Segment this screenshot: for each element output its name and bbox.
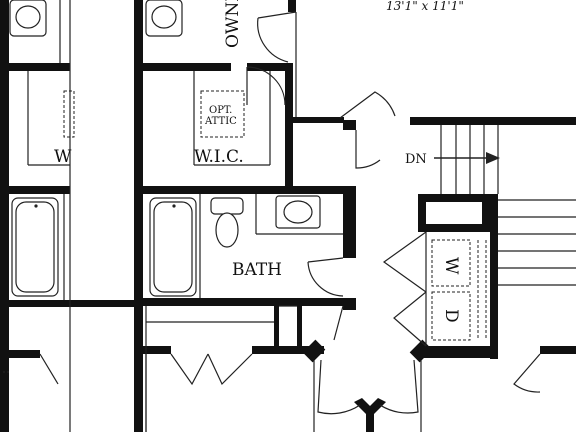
- door-bottom-center-left: [317, 359, 361, 415]
- wall-wic-right: [285, 63, 293, 191]
- wall-left-wic-top: [0, 63, 70, 71]
- door-bath-closet: [333, 305, 344, 341]
- tub-drain-right-icon: [172, 204, 176, 208]
- toilet-bowl-icon: [215, 212, 239, 248]
- door-lower-left-a: [170, 353, 209, 386]
- dryer-box: [431, 291, 471, 341]
- opt-attic-box-left: [63, 90, 75, 138]
- sink-right-bowl-icon: [151, 5, 177, 29]
- door-bath: [307, 257, 344, 297]
- opt-attic-box: [200, 90, 245, 138]
- room-label-opt-attic-line2: ATTIC: [204, 116, 237, 127]
- wall-wic-bottom: [143, 186, 356, 194]
- wall-lower-mid: [252, 346, 324, 354]
- door-owner: [257, 11, 297, 63]
- washer-box: [431, 239, 471, 287]
- bath-sink-bowl-icon: [283, 200, 313, 224]
- owner-dimensions: 13'1" x 11'1": [386, 0, 464, 13]
- thin-lines: [27, 0, 576, 432]
- dashed-items: [63, 90, 487, 341]
- room-label-owner: OWNE: [223, 0, 243, 48]
- door-lower-left-b: [207, 353, 253, 386]
- wall-lower-left: [143, 346, 171, 354]
- wall-bath-bottom: [143, 298, 356, 306]
- door-hall-left: [339, 91, 396, 119]
- room-label-bath: BATH: [232, 260, 282, 280]
- wall-y-post: [354, 398, 386, 432]
- bathtub-left-inner: [15, 201, 55, 293]
- wall-left-lower: [0, 350, 40, 358]
- wall-bath-right-lower: [343, 298, 356, 310]
- wall-party-left: [134, 0, 143, 432]
- wall-owner-right: [288, 0, 296, 12]
- stair-arrow-head-icon: [486, 152, 500, 164]
- wall-stair-top: [410, 117, 576, 125]
- wall-laundry-bottom: [418, 346, 498, 358]
- appliance-label-washer: W: [441, 257, 461, 275]
- wall-wic-top: [143, 63, 231, 71]
- wall-jamb-right: [409, 339, 433, 363]
- room-label-wic-left: W: [54, 147, 72, 167]
- stair-label-dn: DN: [405, 152, 427, 167]
- wall-bath-right: [343, 186, 356, 258]
- door-laundry-bottom: [393, 291, 427, 347]
- wall-left-bath-bottom: [0, 300, 134, 307]
- wall-closet-right: [297, 306, 302, 346]
- wall-wic-top-right: [247, 63, 293, 71]
- fixtures: [9, 0, 321, 297]
- wall-laundry-right: [490, 194, 498, 359]
- door-bottom-center-right: [379, 359, 419, 414]
- wall-hall-bottom: [286, 117, 344, 123]
- wall-right-lower: [540, 346, 576, 354]
- door-left-unit-lower: [39, 353, 59, 385]
- appliance-label-dryer: D: [441, 309, 461, 323]
- wall-left-unit: [0, 0, 9, 432]
- wall-jamb-left: [302, 339, 326, 363]
- bathtub-right-inner: [153, 201, 193, 293]
- sink-left-bowl-icon: [15, 5, 41, 29]
- wall-hall-right-stub: [343, 120, 356, 130]
- room-label-opt-attic-line1: OPT.: [209, 105, 232, 116]
- wall-closet-left: [274, 306, 279, 346]
- wall-left-wic-bottom: [0, 186, 70, 194]
- doors: [2, 11, 541, 415]
- door-right-lower: [513, 353, 541, 393]
- door-hall-right: [355, 130, 381, 169]
- toilet-tank-icon: [210, 197, 244, 215]
- door-wic: [246, 66, 286, 106]
- tub-drain-icon: [34, 204, 38, 208]
- laundry-box-inner: [426, 202, 482, 224]
- room-label-wic: W.I.C.: [194, 147, 244, 167]
- door-laundry-top: [382, 231, 427, 293]
